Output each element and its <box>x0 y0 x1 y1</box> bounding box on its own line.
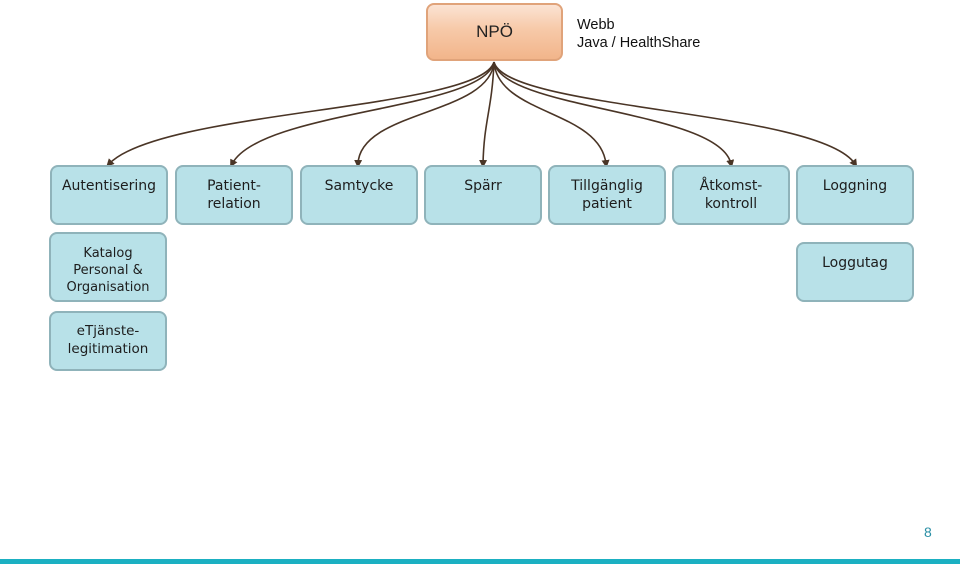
node-label: Spärr <box>464 178 502 194</box>
bottom-accent-bar <box>0 559 960 564</box>
node-autentisering: Autentisering <box>50 165 168 225</box>
connector-samtycke <box>354 61 495 168</box>
node-label-line-1: Åtkomst- <box>699 178 763 194</box>
node-loggning: Loggning <box>796 165 914 225</box>
node-label: Loggutag <box>822 255 888 271</box>
node-atkomstkontroll: Åtkomst- kontroll <box>672 165 790 225</box>
node-loggutag: Loggutag <box>796 242 914 302</box>
node-label: Autentisering <box>61 178 157 194</box>
node-label: Samtycke <box>324 178 394 194</box>
node-label-line-2: relation <box>207 196 261 212</box>
node-sparr: Spärr <box>424 165 542 225</box>
node-patientrelation: Patient- relation <box>175 165 293 225</box>
node-label-line-2: legitimation <box>67 341 149 357</box>
node-label-line-2: Personal & <box>73 263 143 278</box>
node-label-line-2: patient <box>582 196 632 212</box>
connector-sparr <box>479 61 495 168</box>
connector-autentisering <box>106 61 495 167</box>
node-label-line-3: Organisation <box>66 280 150 295</box>
node-label-line-1: eTjänste- <box>76 323 140 339</box>
root-note: Webb Java / HealthShare <box>577 16 700 52</box>
root-node-npo: NPÖ <box>426 3 563 61</box>
node-label-line-1: Tillgänglig <box>571 178 643 194</box>
connector-patientrelation <box>230 61 495 168</box>
connector-loggning <box>493 61 858 168</box>
node-katalog: Katalog Personal & Organisation <box>49 232 167 302</box>
node-etjanstelegitimation: eTjänste- legitimation <box>49 311 167 371</box>
node-label-line-1: Patient- <box>207 178 261 194</box>
root-note-line-2: Java / HealthShare <box>577 35 701 51</box>
connector-atkomstkontroll <box>493 61 735 168</box>
node-label-line-2: kontroll <box>704 196 758 212</box>
root-node-label: NPÖ <box>476 22 513 41</box>
page-number: 8 <box>924 524 932 540</box>
connector-tillganglig <box>493 61 610 168</box>
node-label: Loggning <box>822 178 888 194</box>
node-tillganglig-patient: Tillgänglig patient <box>548 165 666 225</box>
root-note-line-1: Webb <box>577 17 615 33</box>
node-samtycke: Samtycke <box>300 165 418 225</box>
node-label-line-1: Katalog <box>83 246 133 261</box>
